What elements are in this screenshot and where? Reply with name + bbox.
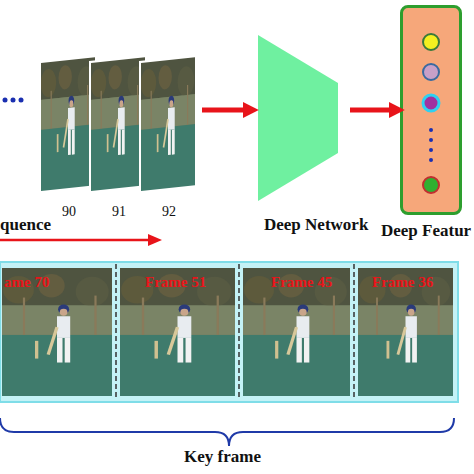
dot xyxy=(11,98,16,103)
separator-line xyxy=(115,264,117,400)
flow-arrow xyxy=(350,108,392,113)
node-label: Deep Featur xyxy=(381,221,471,241)
key-frame: Frame 45 xyxy=(243,268,350,396)
feature-vector: Deep Featur xyxy=(400,5,462,215)
keyframe-image xyxy=(243,268,350,396)
feature-circle xyxy=(423,64,439,80)
keyframe-images xyxy=(2,268,453,396)
keyframe-image xyxy=(120,268,235,396)
network-block: Deep Network xyxy=(258,35,338,235)
node-label: quence xyxy=(0,215,51,235)
key-frame: Frame 36 xyxy=(358,268,453,396)
keyframe-image xyxy=(358,268,453,396)
separator-line xyxy=(353,264,355,400)
trapezoid-shape xyxy=(258,35,338,205)
dot xyxy=(429,158,433,162)
node-label: Deep Network xyxy=(264,215,368,235)
dot xyxy=(429,148,433,152)
dot xyxy=(429,128,433,132)
brace xyxy=(0,418,454,446)
frame-label: Frame 36 xyxy=(372,272,433,292)
arrow-head xyxy=(148,234,162,246)
arrow-shaft xyxy=(0,239,150,242)
frame-number: 90 xyxy=(62,204,76,220)
dot xyxy=(3,98,8,103)
frame-number: 92 xyxy=(162,204,176,220)
dot xyxy=(429,138,433,142)
frame-label: ame 70 xyxy=(4,272,49,292)
keyframe-image xyxy=(2,268,112,396)
separators xyxy=(116,264,354,400)
frame-label: Frame 45 xyxy=(271,272,332,292)
frame-sequence: quence xyxy=(40,58,196,208)
feature-circle xyxy=(423,34,439,50)
video-frame xyxy=(140,56,196,192)
keyframe-strip xyxy=(0,262,458,402)
feature-circle xyxy=(423,95,439,111)
sequence-arrow xyxy=(0,234,162,246)
left-dots xyxy=(3,98,24,103)
network-trapezoid xyxy=(258,35,338,201)
key-frame: ame 70 xyxy=(2,268,112,396)
video-frame xyxy=(90,56,146,192)
separator-line xyxy=(238,264,240,400)
brace-label: Key frame xyxy=(184,447,261,467)
video-frame xyxy=(40,56,96,192)
frame-label: Frame 51 xyxy=(145,272,206,292)
key-frame: Frame 51 xyxy=(120,268,235,396)
input-frames xyxy=(40,56,196,192)
dot xyxy=(19,98,24,103)
frame-number: 91 xyxy=(112,204,126,220)
feature-circle xyxy=(423,177,439,193)
flow-arrow xyxy=(202,108,246,113)
